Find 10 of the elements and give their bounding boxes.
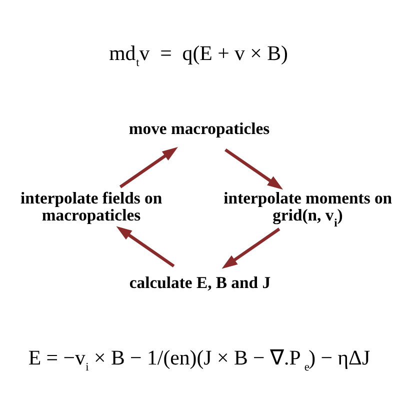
arrow [116,226,175,268]
label: E = −v$_{i}$ × B − 1/(en)(J × B − ∇.P$_{e}$) − ηΔJ [28,345,370,374]
arrow [119,147,178,188]
node-text: move macropaticles [128,118,270,138]
arrow [224,148,284,190]
label: md$_{t}$v = q(E + v × B) [109,41,288,70]
node-text: calculate E, B and J [129,273,271,292]
arrow [222,228,280,269]
node-text: interpolate moments on grid(n, v$_{i}$) [224,188,392,230]
node-text: interpolate fields on macropaticles [20,188,162,224]
